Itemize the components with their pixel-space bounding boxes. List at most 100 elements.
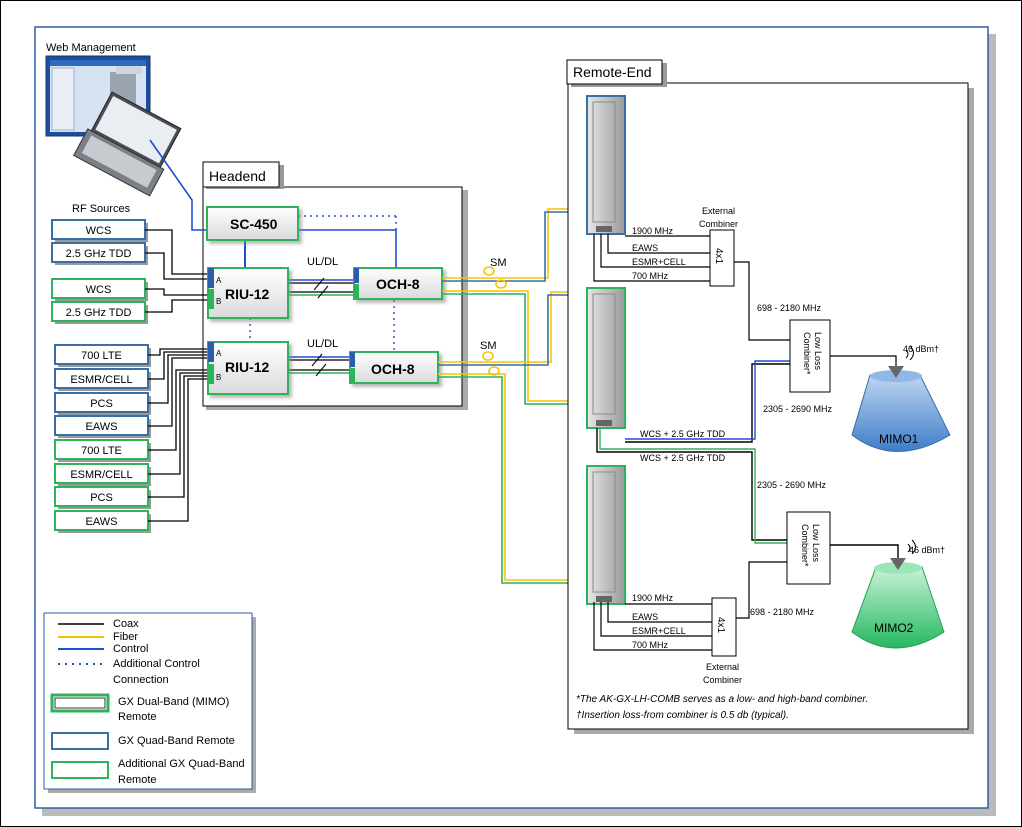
och-top-label: OCH-8: [376, 276, 420, 292]
freq-698-top: 698 - 2180 MHz: [757, 303, 822, 313]
och-bottom-unit: [349, 351, 439, 384]
legend-control: Control: [113, 643, 148, 655]
mimo1-power: 46 dBm†: [903, 344, 939, 354]
remote-unit-additional-quad-band: [586, 465, 626, 605]
legend-dual-band-1: GX Dual-Band (MIMO): [118, 696, 229, 708]
uldl-label-bottom: UL/DL: [307, 338, 338, 350]
rf-source-label: 2.5 GHz TDD: [66, 307, 132, 319]
och-bottom-label: OCH-8: [371, 361, 415, 377]
band-label: EAWS: [632, 612, 658, 622]
rf-source-label: EAWS: [86, 516, 118, 528]
uldl-label-top: UL/DL: [307, 256, 338, 268]
low-loss-combiner-top-line2: Combiner*: [802, 332, 812, 375]
sm-label-bottom: SM: [480, 340, 497, 352]
ext-combiner-top-line1: External: [702, 206, 735, 216]
low-loss-combiner-bottom-line1: Low Loss: [811, 524, 821, 563]
combiner-4x1-top: [709, 229, 735, 287]
control-lines: [149, 139, 397, 352]
band-label: 700 MHz: [632, 640, 669, 650]
band-label: 1900 MHz: [632, 593, 674, 603]
legend-dual-band-swatch-inner: [54, 697, 106, 709]
mimo1-antenna-icon: [851, 345, 951, 452]
rf-source-label: EAWS: [86, 421, 118, 433]
riu-bottom-port-b: B: [216, 373, 221, 382]
legend-additional-control-2: Connection: [113, 674, 169, 686]
ext-combiner-bottom-line1: External: [706, 662, 739, 672]
rf-sources-list: WCS 2.5 GHz TDD WCS 2.5 GHz TDD 700 LTE ESMR/…: [51, 219, 151, 533]
band-label: ESMR+CELL: [632, 257, 686, 267]
combiner-4x1-bottom-label: 4x1: [715, 617, 726, 634]
rf-source-label: WCS: [86, 284, 112, 296]
remote-unit-quad-band: [586, 95, 626, 235]
riu-top-label: RIU-12: [225, 286, 270, 302]
legend-fiber: Fiber: [113, 631, 138, 643]
legend-additional-quad-2: Remote: [118, 774, 157, 786]
riu-bottom-port-a: A: [216, 349, 222, 358]
legend-quad-band-swatch: [51, 732, 109, 750]
rf-source-label: 700 LTE: [81, 350, 122, 362]
footnote-1: *The AK-GX-LH-COMB serves as a low- and …: [576, 694, 868, 705]
legend-coax: Coax: [113, 618, 139, 630]
remote-end-title-box: [566, 59, 663, 85]
mimo-coax: [596, 360, 899, 563]
band-label: ESMR+CELL: [632, 626, 686, 636]
sm-label-top: SM: [490, 257, 507, 269]
legend-dual-band-2: Remote: [118, 711, 157, 723]
legend-additional-quad-swatch: [51, 761, 109, 779]
wcs-label-1: WCS + 2.5 GHz TDD: [640, 429, 726, 439]
sc450-label: SC-450: [230, 216, 278, 232]
remote-end-title: Remote-End: [573, 64, 652, 80]
rf-source-label: ESMR/CELL: [70, 374, 132, 386]
combiner-4x1-top-label: 4x1: [713, 248, 724, 265]
riu-top-port-a: A: [216, 276, 222, 285]
freq-698-bottom: 698 - 2180 MHz: [750, 607, 815, 617]
mimo2-antenna-icon: [851, 539, 945, 649]
laptop-icon: [45, 55, 182, 197]
web-management-label: Web Management: [46, 42, 136, 54]
rf-source-label: PCS: [90, 492, 113, 504]
legend-quad-band: GX Quad-Band Remote: [118, 735, 235, 747]
rf-source-label: WCS: [86, 225, 112, 237]
ext-combiner-top-line2: Combiner: [699, 219, 738, 229]
footnote-2: †Insertion loss-from combiner is 0.5 db …: [576, 710, 789, 721]
riu-bottom-label: RIU-12: [225, 359, 270, 375]
rf-sources-label: RF Sources: [72, 203, 131, 215]
low-loss-combiner-top: [789, 319, 831, 393]
riu-och-links: [288, 277, 356, 377]
rf-source-label: PCS: [90, 398, 113, 410]
riu-top-port-b: B: [216, 297, 221, 306]
band-label: 700 MHz: [632, 271, 669, 281]
remote-unit-dual-band-mimo: [586, 287, 626, 429]
low-loss-combiner-top-line1: Low Loss: [813, 332, 823, 371]
top-band-coax: [593, 234, 897, 372]
headend-title-box: [202, 161, 280, 188]
freq-2305-bottom: 2305 - 2690 MHz: [757, 480, 827, 490]
band-label: 1900 MHz: [632, 226, 674, 236]
rf-source-label: ESMR/CELL: [70, 469, 132, 481]
low-loss-combiner-bottom: [786, 511, 831, 585]
wcs-label-2: WCS + 2.5 GHz TDD: [640, 453, 726, 463]
legend-additional-quad-1: Additional GX Quad-Band: [118, 758, 245, 770]
band-label: EAWS: [632, 243, 658, 253]
low-loss-combiner-bottom-line2: Combiner*: [800, 524, 810, 567]
rf-source-label: 2.5 GHz TDD: [66, 248, 132, 260]
sc450-unit: [206, 206, 299, 241]
combiner-4x1-bottom: [711, 597, 737, 657]
riu-bottom-unit: [207, 341, 289, 395]
freq-2305-top: 2305 - 2690 MHz: [763, 404, 833, 414]
mimo2-label: MIMO2: [874, 621, 914, 635]
mimo2-power: 46 dBm†: [909, 545, 945, 555]
rf-source-label: 700 LTE: [81, 445, 122, 457]
bottom-band-coax: [593, 561, 787, 651]
coax-to-riu: [145, 229, 208, 522]
ext-combiner-bottom-line2: Combiner: [703, 675, 742, 685]
riu-top-unit: [207, 267, 289, 319]
och-top-unit: [353, 267, 443, 300]
headend-title: Headend: [209, 168, 266, 184]
legend-dual-band-swatch: [50, 693, 110, 713]
legend-additional-control-1: Additional Control: [113, 658, 200, 670]
mimo1-label: MIMO1: [879, 432, 919, 446]
